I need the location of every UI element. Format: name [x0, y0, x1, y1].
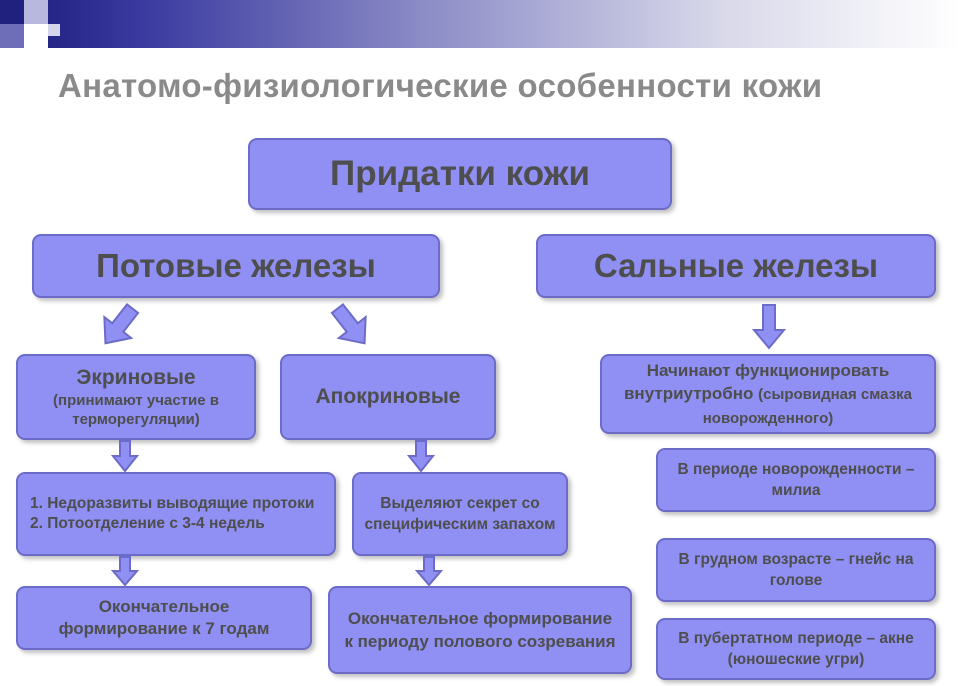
arrow-eccrine-to-features	[110, 440, 140, 473]
sebaceous-start-main: Начинают функционировать внутриутробно	[623, 360, 890, 403]
decor-square-light	[24, 0, 48, 24]
apocrine-feature: Выделяют секрет со специфическим запахом	[364, 495, 556, 533]
eccrine-node: Экриновые (принимают участие в терморегу…	[16, 354, 256, 440]
arrow-feature-to-final	[414, 556, 444, 587]
apocrine-feature-node: Выделяют секрет со специфическим запахом	[352, 472, 568, 556]
sebaceous-start-node: Начинают функционировать внутриутробно (…	[600, 354, 936, 434]
slide-title: Анатомо-физиологические особенности кожи	[58, 67, 823, 104]
header-gradient-bar	[0, 0, 960, 48]
apocrine-node: Апокриновые	[280, 354, 496, 440]
root-node: Придатки кожи	[248, 138, 672, 210]
arrow-apocrine-to-feature	[406, 440, 436, 473]
arrow-to-eccrine	[103, 302, 140, 345]
apocrine-final-node: Окончательное формирование к периоду пол…	[328, 586, 632, 674]
sweat-glands-node: Потовые железы	[32, 234, 440, 298]
decor-square-dark	[0, 0, 24, 24]
sebaceous-puberty-node: В пубертатном периоде – акне (юношеские …	[656, 618, 936, 680]
eccrine-features-node: 1. Недоразвиты выводящие протоки 2. Пото…	[16, 472, 336, 556]
eccrine-final-node: Окончательное формирование к 7 годам	[16, 586, 312, 650]
sweat-glands-label: Потовые железы	[96, 247, 376, 284]
arrow-features-to-final	[110, 556, 140, 587]
sebaceous-glands-label: Сальные железы	[593, 247, 879, 284]
sebaceous-newborn: В периоде новорожденности – милиа	[677, 461, 915, 499]
eccrine-final: Окончательное формирование к 7 годам	[58, 597, 270, 638]
decor-square-small	[48, 24, 60, 36]
eccrine-feature-1: 1. Недоразвиты выводящие протоки	[30, 495, 315, 512]
eccrine-name: Экриновые	[76, 366, 196, 389]
sebaceous-newborn-node: В периоде новорожденности – милиа	[656, 448, 936, 512]
decor-square-mid	[0, 24, 24, 48]
sebaceous-start-text: Начинают функционировать внутриутробно (…	[608, 359, 928, 430]
sebaceous-puberty: В пубертатном периоде – акне (юношеские …	[678, 630, 914, 668]
arrow-to-sebaceous-start	[751, 304, 787, 350]
apocrine-name: Апокриновые	[315, 385, 461, 408]
apocrine-final: Окончательное формирование к периоду пол…	[344, 609, 616, 651]
decor-square-pale	[24, 24, 48, 48]
sebaceous-glands-node: Сальные железы	[536, 234, 936, 298]
sebaceous-infancy-node: В грудном возрасте – гнейс на голове	[656, 538, 936, 602]
root-node-label: Придатки кожи	[330, 154, 590, 193]
eccrine-feature-2: 2. Потоотделение с 3-4 недель	[30, 515, 265, 532]
eccrine-note: (принимают участие в терморегуляции)	[53, 392, 219, 428]
sebaceous-start-note: (сыровидная смазка новорожденного)	[702, 385, 913, 427]
sebaceous-infancy: В грудном возрасте – гнейс на голове	[678, 551, 914, 589]
arrow-to-apocrine	[330, 302, 367, 345]
